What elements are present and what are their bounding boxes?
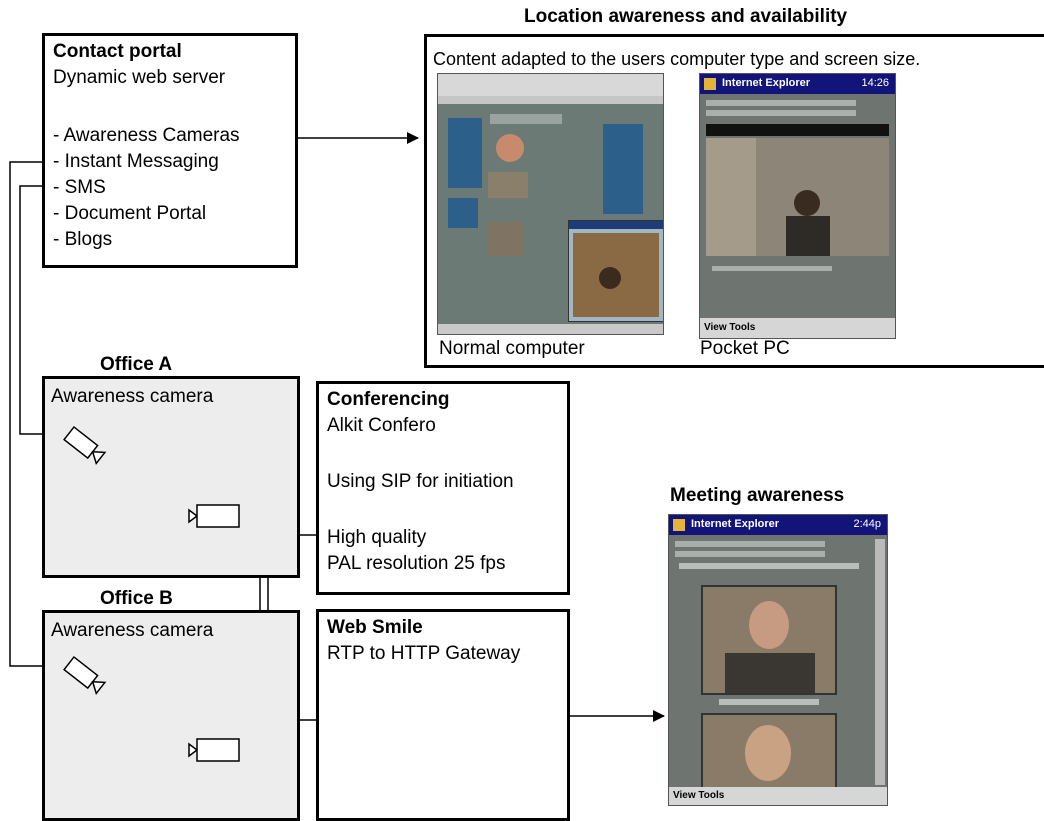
office-a-title: Office A bbox=[100, 354, 173, 375]
normal-computer-label: Normal computer bbox=[439, 338, 585, 359]
office-a-camera-label: Awareness camera bbox=[51, 386, 214, 407]
web-smile-box: Web Smile RTP to HTTP Gateway bbox=[316, 609, 570, 821]
conference-camera-icon bbox=[188, 738, 240, 762]
participant-video bbox=[701, 585, 837, 695]
meeting-screenshot: Internet Explorer 2:44p View Tools bbox=[668, 514, 888, 806]
office-b-title: Office B bbox=[100, 588, 173, 609]
contact-portal-item: - Awareness Cameras bbox=[53, 125, 240, 146]
conferencing-box: Conferencing Alkit Confero Using SIP for… bbox=[316, 381, 570, 595]
meeting-time: 2:44p bbox=[853, 518, 881, 530]
office-a-box: Awareness camera bbox=[42, 376, 300, 578]
awareness-camera-icon bbox=[63, 655, 107, 696]
contact-portal-item: - Blogs bbox=[53, 229, 113, 250]
conferencing-line: PAL resolution 25 fps bbox=[327, 553, 506, 574]
meeting-title: Meeting awareness bbox=[670, 485, 845, 506]
conferencing-line: Using SIP for initiation bbox=[327, 471, 514, 492]
contact-portal-title: Contact portal bbox=[53, 41, 182, 62]
windows-flag-icon bbox=[704, 78, 716, 90]
awareness-camera-icon bbox=[63, 425, 107, 466]
contact-portal-item: - Document Portal bbox=[53, 203, 207, 224]
participant-video bbox=[701, 713, 837, 789]
conferencing-line: High quality bbox=[327, 527, 427, 548]
windows-flag-icon bbox=[673, 519, 685, 531]
contact-portal-subtitle: Dynamic web server bbox=[53, 67, 226, 88]
office-b-camera-label: Awareness camera bbox=[51, 620, 214, 641]
contact-portal-item: - Instant Messaging bbox=[53, 151, 219, 172]
contact-portal-item: - SMS bbox=[53, 177, 106, 198]
web-smile-title: Web Smile bbox=[327, 617, 423, 638]
office-b-box: Awareness camera bbox=[42, 610, 300, 821]
pocket-pc-screenshot: Internet Explorer 14:26 View Tools bbox=[699, 73, 896, 339]
contact-portal-box: Contact portal Dynamic web server - Awar… bbox=[42, 33, 298, 268]
conferencing-line: Alkit Confero bbox=[327, 415, 436, 436]
pocket-time: 14:26 bbox=[861, 77, 889, 89]
meeting-app-title: Internet Explorer bbox=[691, 518, 780, 530]
location-caption: Content adapted to the users computer ty… bbox=[433, 49, 921, 69]
location-box: Content adapted to the users computer ty… bbox=[424, 34, 1044, 368]
pocket-menu: View Tools bbox=[704, 322, 756, 333]
web-smile-subtitle: RTP to HTTP Gateway bbox=[327, 643, 521, 664]
scrollbar[interactable] bbox=[875, 539, 885, 785]
normal-computer-screenshot bbox=[437, 73, 664, 335]
pocket-pc-label: Pocket PC bbox=[700, 338, 790, 359]
meeting-menu: View Tools bbox=[673, 790, 725, 801]
conferencing-title: Conferencing bbox=[327, 389, 450, 410]
pocket-app-title: Internet Explorer bbox=[722, 77, 811, 89]
conference-camera-icon bbox=[188, 504, 240, 528]
location-title: Location awareness and availability bbox=[524, 6, 848, 27]
